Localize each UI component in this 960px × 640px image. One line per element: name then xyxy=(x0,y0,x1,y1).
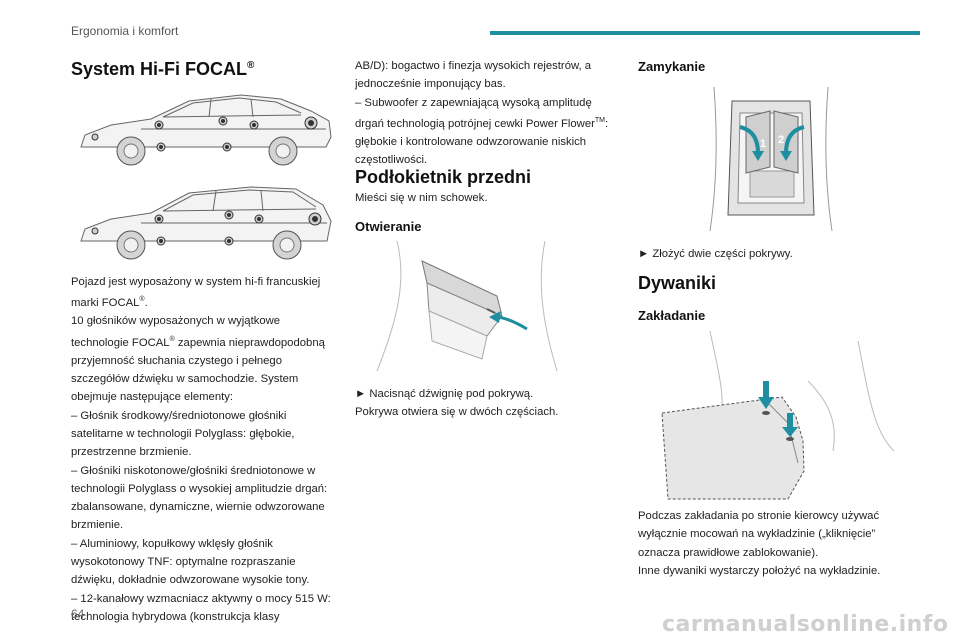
list-item: – Głośniki niskotonowe/głośniki średniot… xyxy=(71,464,328,532)
section-title-hifi: System Hi-Fi FOCAL® xyxy=(71,59,254,80)
armrest-description: Mieści się w nim schowek. xyxy=(355,192,488,204)
header-accent-bar xyxy=(490,31,920,35)
armrest-open-figure xyxy=(376,241,558,372)
subheading-fit: Zakładanie xyxy=(638,308,706,323)
armrest-close-figure: 1 2 xyxy=(709,86,833,232)
section-title-text: System Hi-Fi FOCAL xyxy=(71,59,248,79)
arrow-icon xyxy=(758,381,798,437)
speaker-markers xyxy=(91,116,318,152)
fit-instructions: Podczas zakładania po stronie kierowcy u… xyxy=(638,510,881,577)
watermark: carmanualsonline.info xyxy=(662,612,949,637)
registered-mark: ® xyxy=(247,60,255,71)
subheading-open: Otwieranie xyxy=(355,219,422,234)
arrow-icon xyxy=(739,125,805,161)
callout-2: 2 xyxy=(778,134,784,146)
list-item: – 12-kanałowy wzmacniacz aktywny o mocy … xyxy=(71,592,331,623)
arrow-icon xyxy=(489,311,528,331)
hifi-continuation: AB/D): bogactwo i finezja wysokich rejes… xyxy=(355,60,609,167)
page-number: 64 xyxy=(71,607,85,621)
running-header-title: Ergonomia i komfort xyxy=(71,24,179,38)
estate-speaker-figure xyxy=(80,186,332,260)
callout-1: 1 xyxy=(760,138,766,150)
list-item: – Głośnik środkowy/średniotonowe głośnik… xyxy=(71,409,295,459)
floor-mat-figure xyxy=(661,331,895,500)
open-instruction: ► Nacisnąć dźwignię pod pokrywą. Pokrywa… xyxy=(355,388,559,419)
close-instruction: ► Złożyć dwie części pokrywy. xyxy=(638,248,793,260)
section-title-armrest: Podłokietnik przedni xyxy=(355,167,532,187)
subheading-close: Zamykanie xyxy=(638,59,706,74)
clip-markers xyxy=(762,411,794,441)
section-title-mats: Dywaniki xyxy=(638,273,717,293)
hifi-intro: Pojazd jest wyposażony w system hi-fi fr… xyxy=(71,273,341,626)
sedan-speaker-figure xyxy=(80,94,332,166)
list-item: – Aluminiowy, kopułkowy wklęsły głośnik … xyxy=(71,537,310,587)
